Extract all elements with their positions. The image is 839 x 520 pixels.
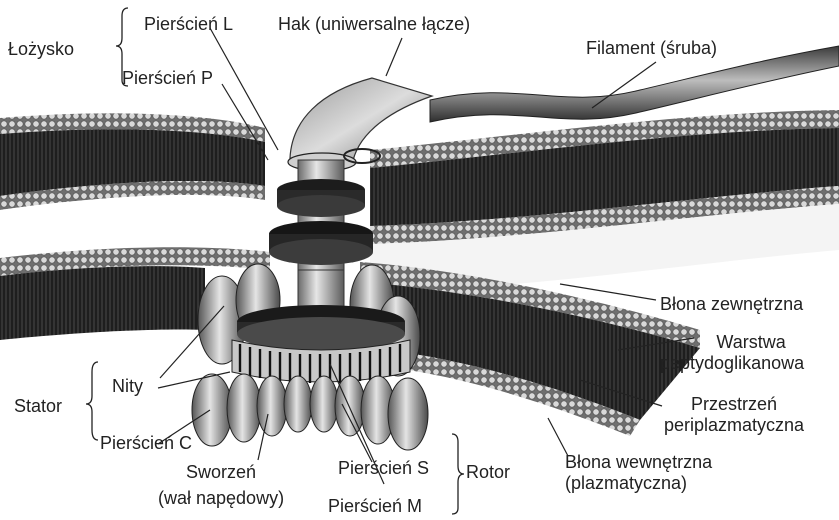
- label-filament: Filament (śruba): [586, 38, 717, 59]
- label-hak: Hak (uniwersalne łącze): [278, 14, 470, 35]
- label-blona-wewnetrzna-line2: (plazmatyczna): [565, 473, 712, 494]
- label-pierscien-m: Pierścień M: [328, 496, 422, 517]
- brace-rotor: [452, 434, 464, 514]
- label-sworzen: Sworzeń (wał napędowy): [158, 462, 284, 509]
- label-pierscien-c: Pierścień C: [100, 433, 192, 454]
- label-warstwa-line1: Warstwa: [698, 332, 804, 353]
- label-blona-wewnetrzna-line1: Błona wewnętrzna: [565, 452, 712, 473]
- label-przestrzen-periplazmatyczna: Przestrzeń periplazmatyczna: [664, 394, 804, 436]
- rod-and-rings: [269, 160, 373, 280]
- label-pierscien-p: Pierścień P: [122, 68, 213, 89]
- label-stator: Stator: [14, 396, 62, 417]
- label-warstwa-peptydoglikanowa: Warstwa peptydoglikanowa: [698, 332, 804, 374]
- label-blona-zewnetrzna: Błona zewnętrzna: [660, 294, 803, 315]
- label-rotor: Rotor: [466, 462, 510, 483]
- label-sworzen-line1: Sworzeń: [158, 462, 284, 483]
- label-blona-wewnetrzna: Błona wewnętrzna (plazmatyczna): [565, 452, 712, 494]
- label-nity: Nity: [112, 376, 143, 397]
- label-przestrzen-line1: Przestrzeń: [664, 394, 804, 415]
- brace-stator: [86, 362, 98, 440]
- label-pierscien-l: Pierścień L: [144, 14, 233, 35]
- c-ring-lobes: [192, 374, 428, 450]
- label-przestrzen-line2: periplazmatyczna: [664, 415, 804, 436]
- label-lozysko: Łożysko: [8, 39, 74, 60]
- label-pierscien-s: Pierścień S: [338, 458, 429, 479]
- label-sworzen-line2: (wał napędowy): [158, 488, 284, 509]
- label-warstwa-line2: peptydoglikanowa: [660, 353, 804, 374]
